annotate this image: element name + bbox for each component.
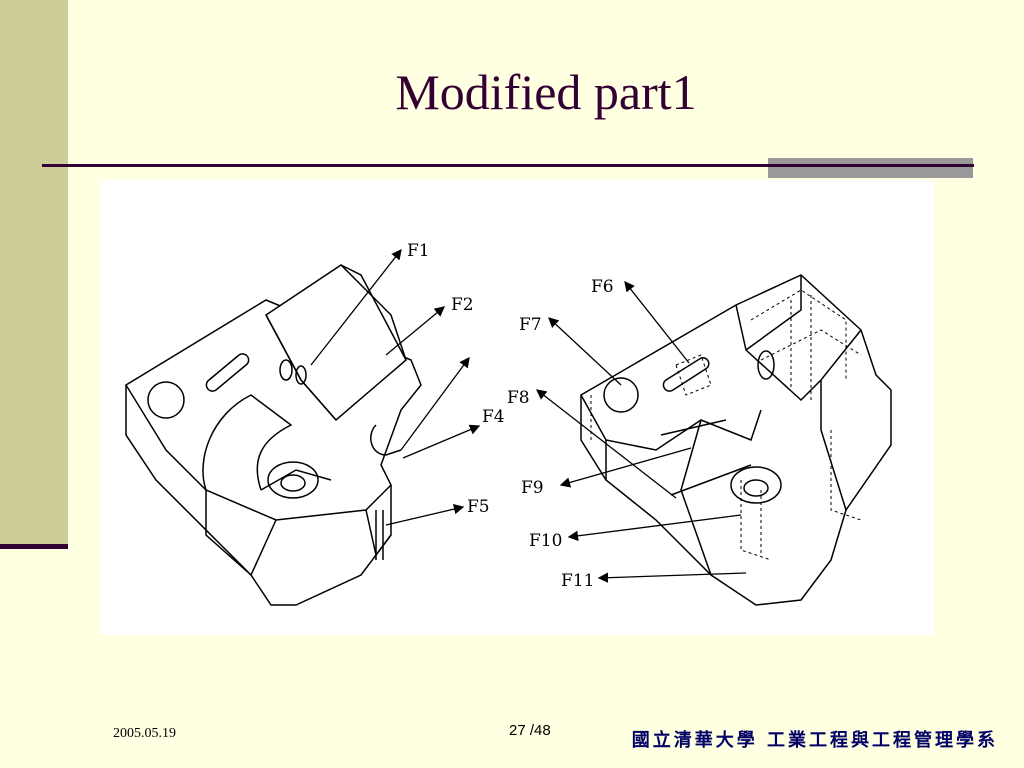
title-accent-bar (768, 158, 973, 178)
label-f9: F9 (521, 478, 544, 498)
label-f11: F11 (561, 571, 594, 591)
footer-organization: 國立清華大學 工業工程與工程管理學系 (631, 730, 998, 751)
footer-date: 2005.05.19 (113, 726, 176, 741)
label-f8: F8 (507, 388, 530, 408)
label-f5: F5 (467, 497, 490, 517)
label-f1: F1 (407, 241, 430, 261)
part-drawing: F1 F2 F4 F5 F6 F7 F8 F9 F10 F11 (124, 241, 892, 606)
part-drawing-figure: F1 F2 F4 F5 F6 F7 F8 F9 F10 F11 (101, 180, 934, 635)
left-part-view (124, 264, 422, 606)
right-part-view (580, 274, 892, 606)
label-f10: F10 (529, 531, 562, 551)
slide-title: Modified part1 (395, 64, 697, 120)
label-f2: F2 (451, 295, 474, 315)
title-underline (42, 164, 974, 167)
label-f4: F4 (482, 407, 505, 427)
footer-page-number: 27 /48 (509, 722, 551, 739)
left-decorative-bar (0, 0, 68, 545)
left-decorative-rule (0, 544, 68, 549)
label-f6: F6 (591, 277, 614, 297)
label-f7: F7 (519, 315, 542, 335)
